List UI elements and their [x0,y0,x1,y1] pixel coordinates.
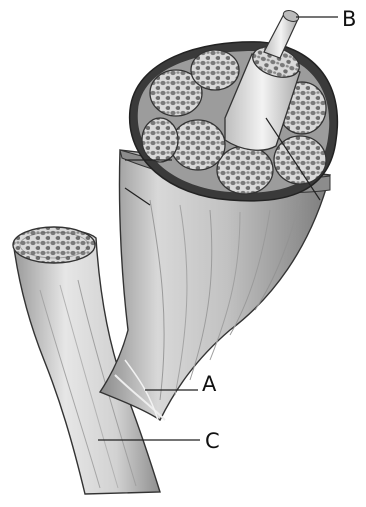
label-c: C [205,431,220,452]
label-a: A [202,374,216,395]
label-b: B [342,9,356,30]
